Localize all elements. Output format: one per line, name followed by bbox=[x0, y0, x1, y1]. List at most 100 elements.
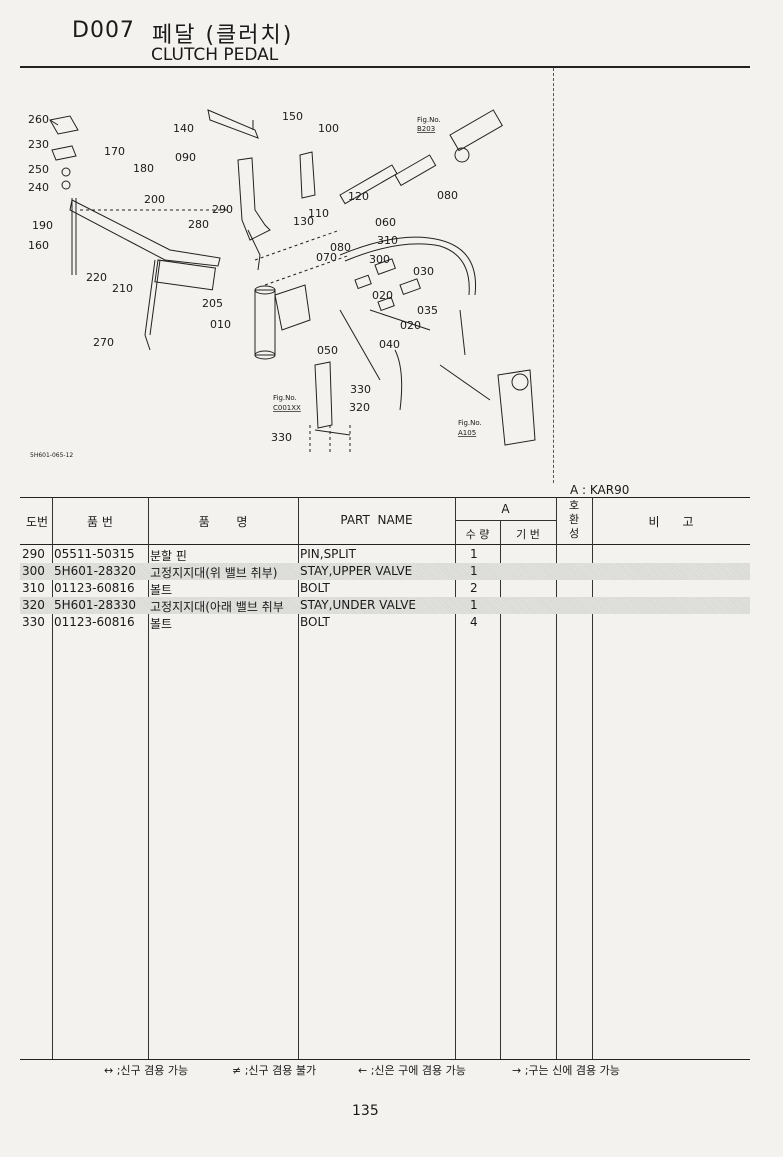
svg-text:270: 270 bbox=[93, 336, 114, 349]
section-title-english: CLUTCH PEDAL bbox=[151, 45, 279, 65]
svg-text:160: 160 bbox=[28, 239, 49, 252]
svg-text:090: 090 bbox=[175, 151, 196, 164]
svg-text:020: 020 bbox=[372, 289, 393, 302]
svg-text:Fig.No.: Fig.No. bbox=[273, 394, 297, 402]
cell-part-no: 01123-60816 bbox=[54, 581, 135, 595]
table-bottom-rule bbox=[20, 1059, 750, 1060]
svg-text:030: 030 bbox=[413, 265, 434, 278]
page-number: 135 bbox=[352, 1103, 379, 1119]
legend-item: → ;구는 신에 겸용 가능 bbox=[512, 1064, 620, 1077]
table-row: 310 01123-60816 볼트 BOLT 2 bbox=[20, 580, 750, 597]
svg-text:130: 130 bbox=[293, 215, 314, 228]
diagram-divider bbox=[553, 68, 555, 483]
svg-text:010: 010 bbox=[210, 318, 231, 331]
cell-part-no: 5H601-28320 bbox=[54, 564, 137, 578]
col-header-name-en: PART NAME bbox=[340, 513, 413, 527]
svg-text:100: 100 bbox=[318, 122, 339, 135]
svg-text:060: 060 bbox=[375, 216, 396, 229]
cell-part-no: 01123-60816 bbox=[54, 615, 135, 629]
svg-text:120: 120 bbox=[348, 190, 369, 203]
svg-text:A105: A105 bbox=[458, 429, 476, 437]
cell-name-en: PIN,SPLIT bbox=[300, 547, 356, 561]
col-header-remarks: 비 고 bbox=[648, 515, 694, 529]
drawing-number: 5H601-065-12 bbox=[30, 452, 74, 459]
svg-text:260: 260 bbox=[28, 113, 49, 126]
cell-ref: 290 bbox=[22, 547, 45, 561]
cell-name-kr: 고정지지대(아래 밸브 취부 bbox=[150, 600, 284, 614]
cell-name-en: BOLT bbox=[300, 581, 330, 595]
svg-text:250: 250 bbox=[28, 163, 49, 176]
svg-text:050: 050 bbox=[317, 344, 338, 357]
svg-text:205: 205 bbox=[202, 297, 223, 310]
col-header-interchange: 호 환 성 bbox=[568, 499, 580, 540]
col-header-ref: 도번 bbox=[25, 515, 49, 529]
svg-text:020: 020 bbox=[400, 319, 421, 332]
legend-item: ← ;신은 구에 겸용 가능 bbox=[358, 1064, 466, 1077]
svg-text:040: 040 bbox=[379, 338, 400, 351]
cell-name-kr: 볼트 bbox=[150, 583, 173, 597]
cell-qty: 1 bbox=[470, 598, 478, 612]
svg-text:310: 310 bbox=[377, 234, 398, 247]
svg-text:290: 290 bbox=[212, 203, 233, 216]
svg-text:330: 330 bbox=[271, 431, 292, 444]
svg-text:Fig.No.: Fig.No. bbox=[458, 419, 482, 427]
svg-text:140: 140 bbox=[173, 122, 194, 135]
header-rule bbox=[20, 66, 750, 68]
table-header-rule bbox=[20, 544, 750, 545]
cell-ref: 300 bbox=[22, 564, 45, 578]
svg-text:180: 180 bbox=[133, 162, 154, 175]
col-header-qty: 수 량 bbox=[465, 528, 490, 541]
svg-text:190: 190 bbox=[32, 219, 53, 232]
cell-qty: 1 bbox=[470, 547, 478, 561]
cell-name-en: STAY,UPPER VALVE bbox=[300, 564, 413, 578]
cell-qty: 1 bbox=[470, 564, 478, 578]
svg-text:150: 150 bbox=[282, 110, 303, 123]
cell-name-kr: 볼트 bbox=[150, 617, 173, 631]
cell-name-kr: 분할 핀 bbox=[150, 549, 187, 563]
svg-text:070: 070 bbox=[316, 251, 337, 264]
cell-ref: 320 bbox=[22, 598, 45, 612]
cell-ref: 330 bbox=[22, 615, 45, 629]
svg-text:330: 330 bbox=[350, 383, 371, 396]
cell-qty: 2 bbox=[470, 581, 478, 595]
section-code: D007 bbox=[72, 18, 135, 43]
svg-text:220: 220 bbox=[86, 271, 107, 284]
svg-text:C001XX: C001XX bbox=[273, 404, 301, 412]
svg-text:280: 280 bbox=[188, 218, 209, 231]
exploded-parts-diagram: 260 230 250 240 190 160 170 180 200 220 … bbox=[28, 109, 536, 455]
cell-part-no: 05511-50315 bbox=[54, 547, 135, 561]
svg-text:035: 035 bbox=[417, 304, 438, 317]
svg-text:210: 210 bbox=[112, 282, 133, 295]
cell-name-en: STAY,UNDER VALVE bbox=[300, 598, 416, 612]
table-top-rule bbox=[20, 497, 750, 498]
svg-text:230: 230 bbox=[28, 138, 49, 151]
figure-references: Fig.No. B203 Fig.No. C001XX Fig.No. A105 bbox=[273, 116, 482, 437]
model-note: A : KAR90 bbox=[570, 483, 630, 497]
svg-text:080: 080 bbox=[437, 189, 458, 202]
svg-text:170: 170 bbox=[104, 145, 125, 158]
col-header-name-kr: 품 명 bbox=[198, 515, 248, 529]
svg-text:110: 110 bbox=[308, 207, 329, 220]
cell-name-en: BOLT bbox=[300, 615, 330, 629]
svg-text:Fig.No.: Fig.No. bbox=[417, 116, 441, 124]
svg-text:240: 240 bbox=[28, 181, 49, 194]
callout-labels: 260 230 250 240 190 160 170 180 200 220 … bbox=[28, 110, 458, 444]
cell-part-no: 5H601-28330 bbox=[54, 598, 137, 612]
cell-qty: 4 bbox=[470, 615, 478, 629]
svg-text:080: 080 bbox=[330, 241, 351, 254]
legend-item: ↔ ;신구 겸용 가능 bbox=[104, 1064, 189, 1077]
svg-text:200: 200 bbox=[144, 193, 165, 206]
table-row: 300 5H601-28320 고정지지대(위 밸브 취부) STAY,UPPE… bbox=[20, 563, 750, 580]
table-row: 330 01123-60816 볼트 BOLT 4 bbox=[20, 614, 750, 631]
legend-item: ≠ ;신구 겸용 불가 bbox=[232, 1064, 317, 1077]
col-header-prev-no: 기 번 bbox=[516, 528, 540, 541]
section-title-korean: 페달 (클러치) bbox=[152, 23, 294, 48]
svg-text:B203: B203 bbox=[417, 125, 435, 133]
col-header-part-no: 품 번 bbox=[87, 515, 113, 529]
cell-name-kr: 고정지지대(위 밸브 취부) bbox=[150, 566, 278, 580]
table-row: 320 5H601-28330 고정지지대(아래 밸브 취부 STAY,UNDE… bbox=[20, 597, 750, 614]
svg-text:320: 320 bbox=[349, 401, 370, 414]
col-header-group-a: A bbox=[501, 502, 510, 516]
table-row: 290 05511-50315 분할 핀 PIN,SPLIT 1 bbox=[20, 546, 750, 563]
svg-text:300: 300 bbox=[369, 253, 390, 266]
